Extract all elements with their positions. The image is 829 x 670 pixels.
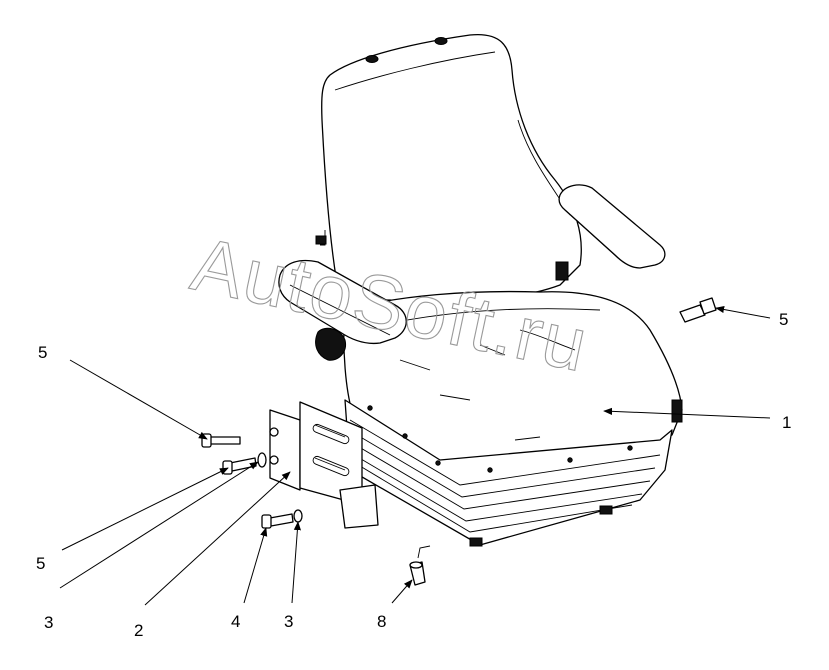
cushion-side-lever-icon	[671, 399, 683, 423]
bracket-hole-icon	[269, 455, 279, 465]
seat-backrest	[315, 33, 582, 303]
callout-8: 8	[377, 612, 386, 631]
callout-4: 4	[231, 612, 240, 631]
leader-line	[144, 471, 291, 606]
leader-line	[69, 359, 208, 440]
suspension-base	[344, 399, 673, 547]
base-foot-icon	[599, 505, 613, 515]
callout-5-right: 5	[779, 310, 788, 329]
screw-icon	[367, 405, 373, 411]
callout-1: 1	[782, 413, 791, 432]
mounting-bracket	[269, 401, 379, 529]
armrest-right	[555, 184, 666, 281]
bracket-hole-icon	[269, 427, 279, 437]
washer-3-left	[257, 452, 267, 468]
screw-icon	[435, 460, 441, 466]
leader-line	[59, 461, 259, 589]
leader-line	[391, 579, 413, 604]
callout-5-left-top: 5	[38, 343, 47, 362]
base-foot-icon	[469, 537, 483, 547]
leader-line	[715, 305, 771, 319]
leader-line	[603, 407, 771, 419]
callout-2: 2	[134, 621, 143, 640]
bolt-5-left-top	[201, 433, 241, 448]
leader-line	[243, 527, 268, 604]
armrest-left	[278, 259, 407, 361]
callout-3-left: 3	[44, 613, 53, 632]
armrest-hinge-icon	[555, 261, 569, 281]
headrest-stud-icon	[365, 55, 379, 63]
washer-3-right	[293, 509, 303, 523]
screw-icon	[627, 445, 633, 451]
part-8-fitting	[409, 545, 431, 586]
bolt-5-right	[679, 297, 717, 323]
callout-5-left-bottom: 5	[36, 554, 45, 573]
screw-icon	[567, 457, 573, 463]
screw-icon	[402, 433, 408, 439]
callout-3-right: 3	[284, 612, 293, 631]
leader-line	[291, 521, 301, 604]
bolt-4	[261, 513, 294, 529]
headrest-stud-icon	[434, 37, 448, 45]
lumbar-knob-icon	[315, 327, 347, 361]
leader-line	[61, 467, 229, 551]
screw-icon	[487, 467, 493, 473]
backrest-clip-icon	[315, 235, 327, 245]
